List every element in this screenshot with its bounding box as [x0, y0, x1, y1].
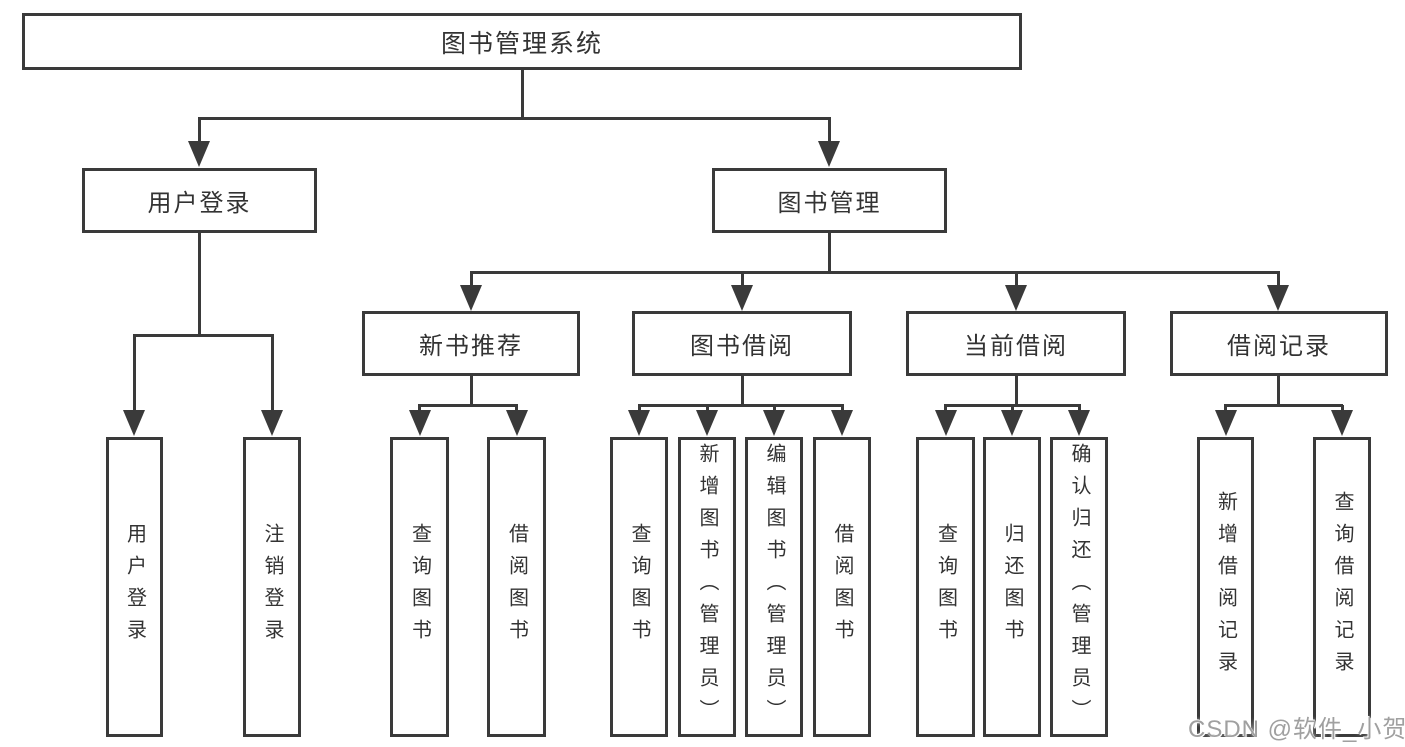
leaf-add-borrow-record: 新增借阅记录: [1197, 437, 1254, 737]
arrow-down-icon: [408, 410, 431, 436]
connector-line: [1276, 273, 1280, 289]
connector-line: [270, 336, 274, 414]
connector-line: [132, 336, 136, 414]
arrow-down-icon: [1214, 410, 1237, 436]
node-borrowing-records: 借阅记录: [1170, 311, 1388, 376]
connector-line: [1014, 273, 1018, 289]
leaf-edit-book-admin: 编辑图书（管理员）: [745, 437, 803, 737]
connector-line: [469, 273, 473, 289]
node-current-borrowing: 当前借阅: [906, 311, 1126, 376]
leaf-query-books-borrow: 查询图书: [610, 437, 668, 737]
node-borrowing-records-label: 借阅记录: [1227, 333, 1331, 360]
leaf-return-book-label: 归还图书: [1001, 523, 1023, 651]
leaf-edit-book-admin-label: 编辑图书（管理员）: [763, 443, 785, 731]
connector-line: [1077, 405, 1081, 414]
connector-line: [840, 405, 844, 414]
node-user-login: 用户登录: [82, 168, 317, 233]
connector-line: [827, 233, 831, 274]
watermark: CSDN @软件_小贺同学: [1188, 716, 1405, 743]
connector-line: [1276, 376, 1280, 407]
leaf-query-borrow-record-label: 查询借阅记录: [1331, 491, 1353, 683]
leaf-confirm-return-admin: 确认归还（管理员）: [1050, 437, 1108, 737]
arrow-down-icon: [1267, 285, 1289, 311]
leaf-add-book-admin-label: 新增图书（管理员）: [696, 443, 718, 731]
connector-line: [418, 405, 421, 414]
leaf-query-borrow-record: 查询借阅记录: [1313, 437, 1371, 737]
node-new-book-recommend: 新书推荐: [362, 311, 580, 376]
node-root-label: 图书管理系统: [440, 29, 603, 58]
leaf-borrow-books-recommend-label: 借阅图书: [505, 523, 528, 651]
node-user-login-label: 用户登录: [147, 190, 252, 217]
leaf-query-books-borrow-label: 查询图书: [628, 523, 650, 651]
connector-line: [637, 404, 844, 407]
connector-line: [772, 405, 776, 414]
leaf-query-books-recommend-label: 查询图书: [408, 523, 431, 651]
arrow-down-icon: [505, 410, 528, 436]
connector-line: [705, 405, 709, 414]
connector-line: [1010, 405, 1014, 414]
connector-line: [197, 119, 201, 144]
connector-line: [740, 376, 744, 407]
arrow-down-icon: [696, 410, 718, 436]
arrow-down-icon: [460, 285, 482, 311]
leaf-user-login: 用户登录: [106, 437, 163, 737]
arrow-down-icon: [763, 410, 785, 436]
connector-line: [1224, 404, 1343, 407]
arrow-down-icon: [731, 285, 753, 311]
leaf-query-books-recommend: 查询图书: [390, 437, 449, 737]
node-book-management: 图书管理: [712, 168, 947, 233]
leaf-borrow-books-recommend: 借阅图书: [487, 437, 546, 737]
connector-line: [1014, 376, 1018, 407]
leaf-query-books-current: 查询图书: [916, 437, 975, 737]
arrow-down-icon: [628, 410, 650, 436]
connector-line: [827, 119, 831, 144]
node-current-borrowing-label: 当前借阅: [964, 333, 1068, 360]
connector-line: [1340, 405, 1344, 414]
leaf-query-books-current-label: 查询图书: [934, 523, 957, 651]
connector-line: [637, 405, 641, 414]
leaf-borrow-books-label: 借阅图书: [831, 523, 853, 651]
leaf-borrow-books: 借阅图书: [813, 437, 871, 737]
connector-line: [944, 405, 947, 414]
arrow-down-icon: [1331, 410, 1353, 436]
connector-line: [418, 404, 518, 407]
leaf-logout-label: 注销登录: [261, 523, 283, 651]
connector-line: [197, 233, 201, 336]
arrow-down-icon: [188, 141, 210, 167]
node-book-borrowing-label: 图书借阅: [690, 333, 794, 360]
arrow-down-icon: [934, 410, 957, 436]
arrow-down-icon: [1001, 410, 1023, 436]
arrow-down-icon: [123, 410, 145, 436]
node-book-management-label: 图书管理: [777, 190, 882, 217]
arrow-down-icon: [261, 410, 283, 436]
arrow-down-icon: [1068, 410, 1090, 436]
connector-line: [1224, 405, 1227, 414]
arrow-down-icon: [1005, 285, 1027, 311]
connector-line: [132, 334, 274, 337]
arrow-down-icon: [831, 410, 853, 436]
connector-line: [740, 273, 744, 289]
leaf-return-book: 归还图书: [983, 437, 1041, 737]
leaf-add-book-admin: 新增图书（管理员）: [678, 437, 736, 737]
connector-line: [197, 117, 831, 120]
connector-line: [520, 70, 524, 120]
leaf-confirm-return-admin-label: 确认归还（管理员）: [1068, 443, 1090, 731]
connector-line: [469, 376, 473, 407]
connector-line: [469, 271, 1280, 274]
node-book-borrowing: 图书借阅: [632, 311, 852, 376]
leaf-user-login-label: 用户登录: [123, 523, 146, 651]
connector-line: [515, 405, 518, 414]
arrow-down-icon: [818, 141, 840, 167]
node-root-system: 图书管理系统: [22, 13, 1022, 70]
leaf-add-borrow-record-label: 新增借阅记录: [1214, 491, 1237, 683]
leaf-logout: 注销登录: [243, 437, 301, 737]
node-new-book-recommend-label: 新书推荐: [419, 333, 523, 360]
